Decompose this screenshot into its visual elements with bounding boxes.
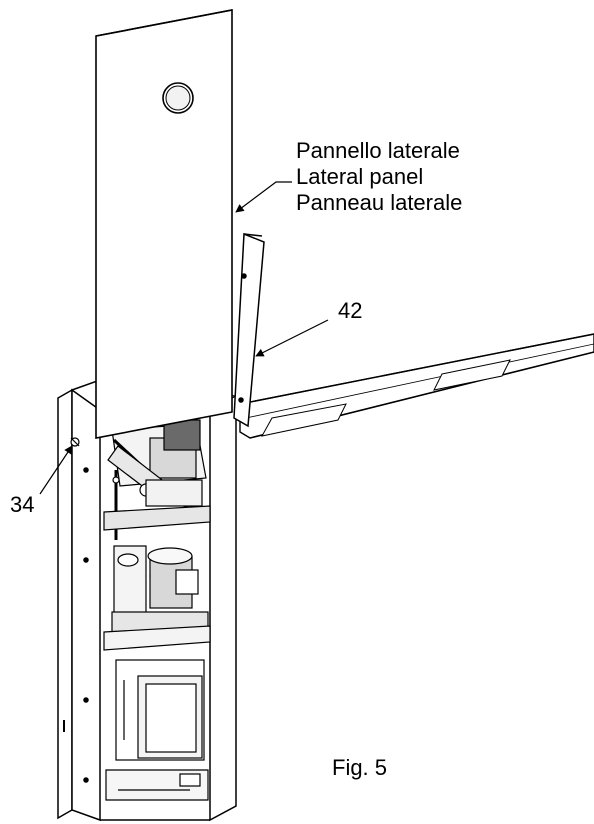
callout-line-italian: Pannello laterale (296, 138, 460, 163)
callout-line-english: Lateral panel (296, 164, 424, 189)
boom-stripe (433, 359, 511, 391)
leader-lines (39, 181, 329, 495)
internal-mechanism (103, 419, 211, 801)
part-label-42: 42 (338, 298, 363, 323)
cover-lid (233, 232, 265, 428)
callout-lateral-panel: Pannello laterale Lateral panel Panneau … (296, 138, 462, 216)
leader-34 (39, 445, 73, 495)
part-label-34: 34 (10, 492, 35, 517)
lateral-panel (95, 9, 233, 439)
callout-line-french: Panneau laterale (296, 190, 463, 215)
boom-arm (239, 333, 594, 439)
figure-caption: Fig. 5 (332, 755, 388, 780)
fastener-34 (70, 437, 80, 447)
boom-stripe (261, 403, 347, 437)
leader-42 (255, 319, 329, 357)
cabinet-housing (57, 379, 237, 822)
leader-lateral-panel (235, 181, 292, 213)
